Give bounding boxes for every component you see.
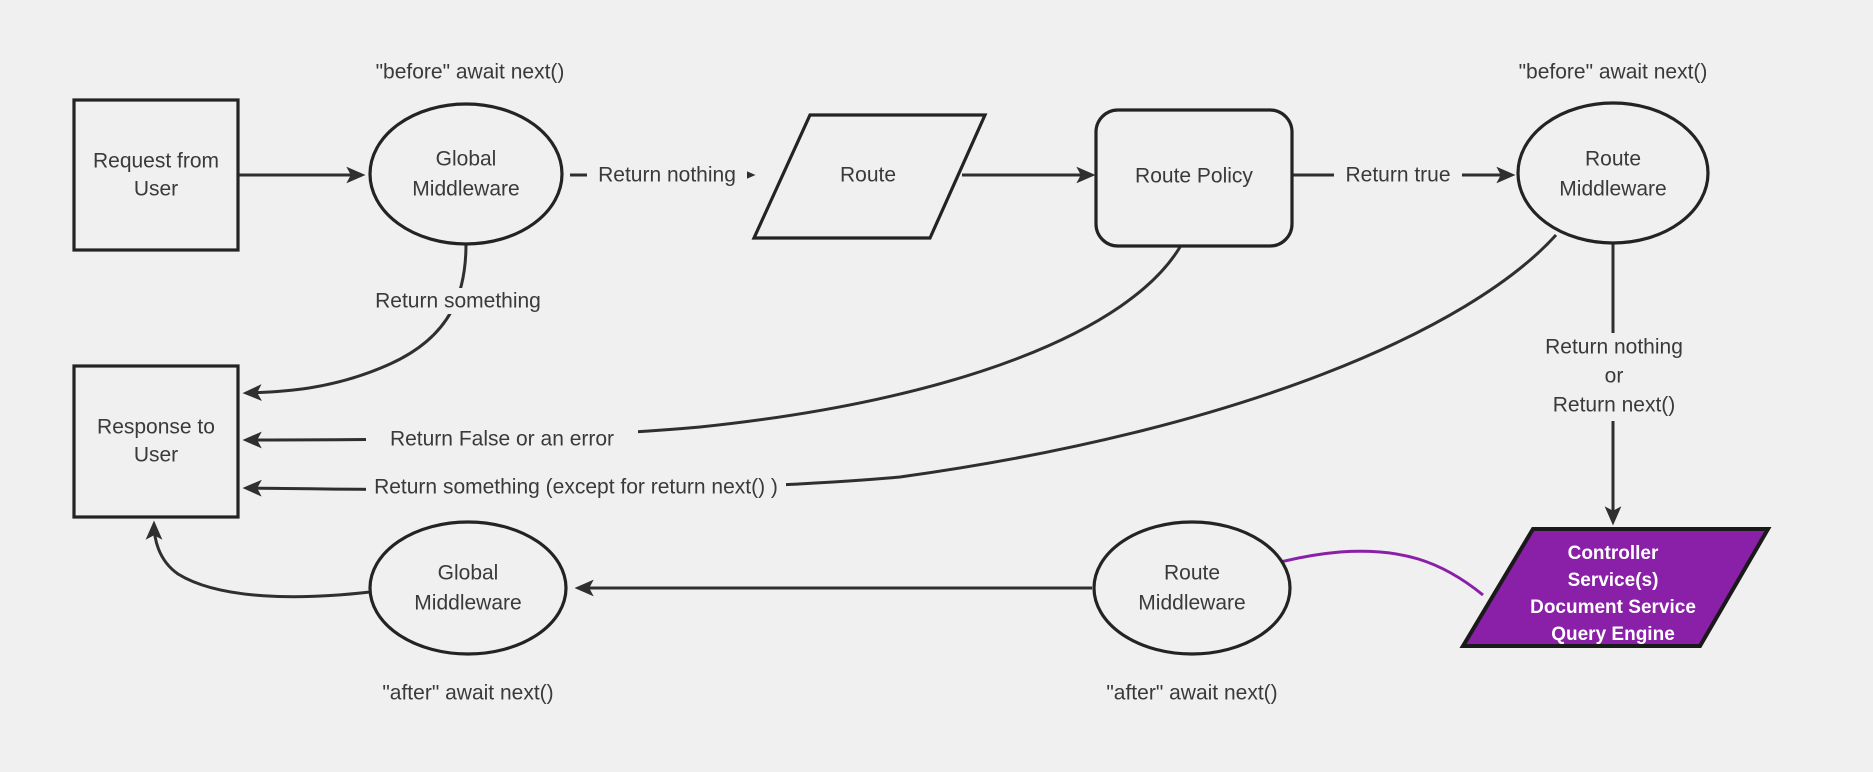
- controller-services-label-line3: Document Service: [1530, 597, 1696, 618]
- return-true-text: Return true: [1345, 164, 1450, 187]
- response-to-user-shape: [72, 364, 240, 519]
- node-global-middleware-after[interactable]: Global Middleware: [368, 520, 568, 656]
- route-label: Route: [840, 164, 896, 187]
- edge-label-return-false-or-error: Return False or an error: [366, 427, 638, 453]
- node-route-policy[interactable]: Route Policy: [1094, 108, 1294, 248]
- edge-label-return-something-except-next: Return something (except for return next…: [366, 475, 786, 501]
- request-from-user-label-line2: User: [134, 178, 178, 201]
- annotation-after-global-middleware: "after" await next(): [382, 682, 553, 705]
- return-nothing-or-next-line1: Return nothing: [1545, 336, 1683, 359]
- route-middleware-after-label-line2: Middleware: [1138, 592, 1245, 615]
- request-from-user-label-line1: Request from: [93, 150, 219, 173]
- global-middleware-after-shape: [368, 520, 568, 656]
- route-middleware-after-label-line1: Route: [1164, 562, 1220, 585]
- edge-global-middleware-return-something: [242, 243, 468, 401]
- annotation-before-route-middleware: "before" await next(): [1519, 61, 1708, 84]
- controller-services-label-line1: Controller: [1568, 543, 1659, 564]
- node-global-middleware-before[interactable]: Global Middleware: [368, 102, 564, 246]
- global-middleware-after-label-line1: Global: [438, 562, 499, 585]
- edge-global-middleware-after-to-response: [145, 520, 371, 599]
- route-middleware-before-label-line1: Route: [1585, 148, 1641, 171]
- route-middleware-before-label-line2: Middleware: [1559, 178, 1666, 201]
- node-controller-services[interactable]: Controller Service(s) Document Service Q…: [1459, 527, 1772, 648]
- global-middleware-after-label-line2: Middleware: [414, 592, 521, 615]
- route-middleware-after-shape: [1092, 520, 1292, 656]
- edge-label-return-nothing-or-next: Return nothing or Return next(): [1532, 333, 1698, 421]
- node-route-middleware-before[interactable]: Route Middleware: [1516, 101, 1710, 245]
- route-policy-shape: [1094, 108, 1294, 248]
- controller-services-label-line2: Service(s): [1568, 570, 1659, 591]
- route-shape: [751, 113, 988, 240]
- return-nothing-or-next-line2: or: [1605, 365, 1624, 388]
- node-response-to-user[interactable]: Response to User: [72, 364, 240, 519]
- response-to-user-label-line2: User: [134, 444, 178, 467]
- controller-services-label-line4: Query Engine: [1551, 624, 1675, 645]
- global-middleware-before-label-line2: Middleware: [412, 178, 519, 201]
- edge-label-return-nothing: Return nothing: [587, 162, 747, 188]
- edge-label-return-something: Return something: [362, 288, 554, 314]
- route-policy-label: Route Policy: [1135, 165, 1253, 188]
- return-false-or-error-text: Return False or an error: [390, 428, 614, 451]
- annotation-before-global-middleware: "before" await next(): [376, 61, 565, 84]
- node-request-from-user[interactable]: Request from User: [72, 98, 240, 252]
- edge-route-policy-return-false: [242, 246, 1182, 449]
- return-something-except-next-text: Return something (except for return next…: [374, 476, 778, 499]
- edge-label-return-true: Return true: [1334, 162, 1462, 188]
- return-something-text: Return something: [375, 290, 541, 313]
- route-middleware-before-shape: [1516, 101, 1710, 245]
- global-middleware-before-shape: [368, 102, 564, 246]
- node-route[interactable]: Route: [751, 113, 988, 240]
- controller-services-shape: [1459, 527, 1772, 648]
- return-nothing-text: Return nothing: [598, 164, 736, 187]
- request-from-user-shape: [72, 98, 240, 252]
- global-middleware-before-label-line1: Global: [436, 148, 497, 171]
- return-nothing-or-next-line3: Return next(): [1553, 394, 1676, 417]
- response-to-user-label-line1: Response to: [97, 416, 215, 439]
- annotation-after-route-middleware: "after" await next(): [1106, 682, 1277, 705]
- node-route-middleware-after[interactable]: Route Middleware: [1092, 520, 1292, 656]
